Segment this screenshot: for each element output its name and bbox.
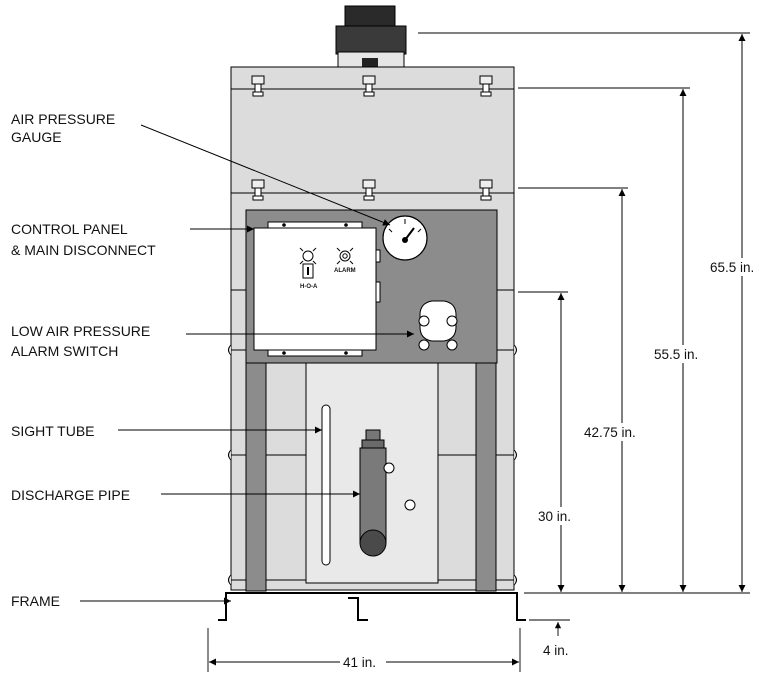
air-pressure-gauge	[382, 215, 428, 261]
frame	[218, 592, 526, 621]
exhaust-cap	[335, 5, 407, 68]
alarm-light	[336, 247, 354, 265]
low-air-pressure-label: LOW AIR PRESSURE	[11, 323, 150, 339]
control-panel-label: CONTROL PANEL	[11, 221, 128, 237]
foot-height-dimension	[529, 619, 570, 636]
hoa-switch	[299, 247, 317, 279]
port-hole	[404, 499, 416, 511]
dimension-ref-lines	[418, 32, 750, 594]
frame-label: FRAME	[11, 593, 60, 609]
sight-tube-label: SIGHT TUBE	[11, 423, 95, 439]
upper-height-label: 55.5 in.	[654, 347, 698, 362]
callout-lines	[80, 124, 414, 605]
width-dimension	[207, 628, 521, 672]
alarm-switch	[418, 300, 458, 351]
air-pressure-gauge-label: GAUGE	[11, 129, 62, 145]
sight-tube	[321, 404, 331, 566]
low-air-pressure-label: ALARM SWITCH	[11, 343, 118, 359]
width-label: 41 in.	[343, 655, 376, 670]
port-hole	[383, 462, 395, 474]
discharge-pipe-label: DISCHARGE PIPE	[11, 487, 130, 503]
latch-row-middle	[251, 179, 493, 201]
panel-height-label: 42.75 in.	[584, 425, 636, 440]
alarm-label: ALARM	[334, 268, 356, 274]
control-panel-box	[253, 221, 381, 357]
air-pressure-gauge-label: AIR PRESSURE	[11, 111, 115, 127]
total-height-label: 65.5 in.	[710, 260, 754, 275]
hoa-label: H-O-A	[300, 284, 318, 290]
right-post	[475, 362, 497, 592]
left-post	[245, 362, 267, 592]
lower-height-label: 30 in.	[538, 509, 571, 524]
control-panel-label: & MAIN DISCONNECT	[11, 242, 156, 258]
side-bumps	[228, 344, 517, 586]
foot-height-label: 4 in.	[543, 643, 569, 658]
discharge-pipe	[359, 429, 387, 557]
latch-row-top	[251, 75, 493, 97]
